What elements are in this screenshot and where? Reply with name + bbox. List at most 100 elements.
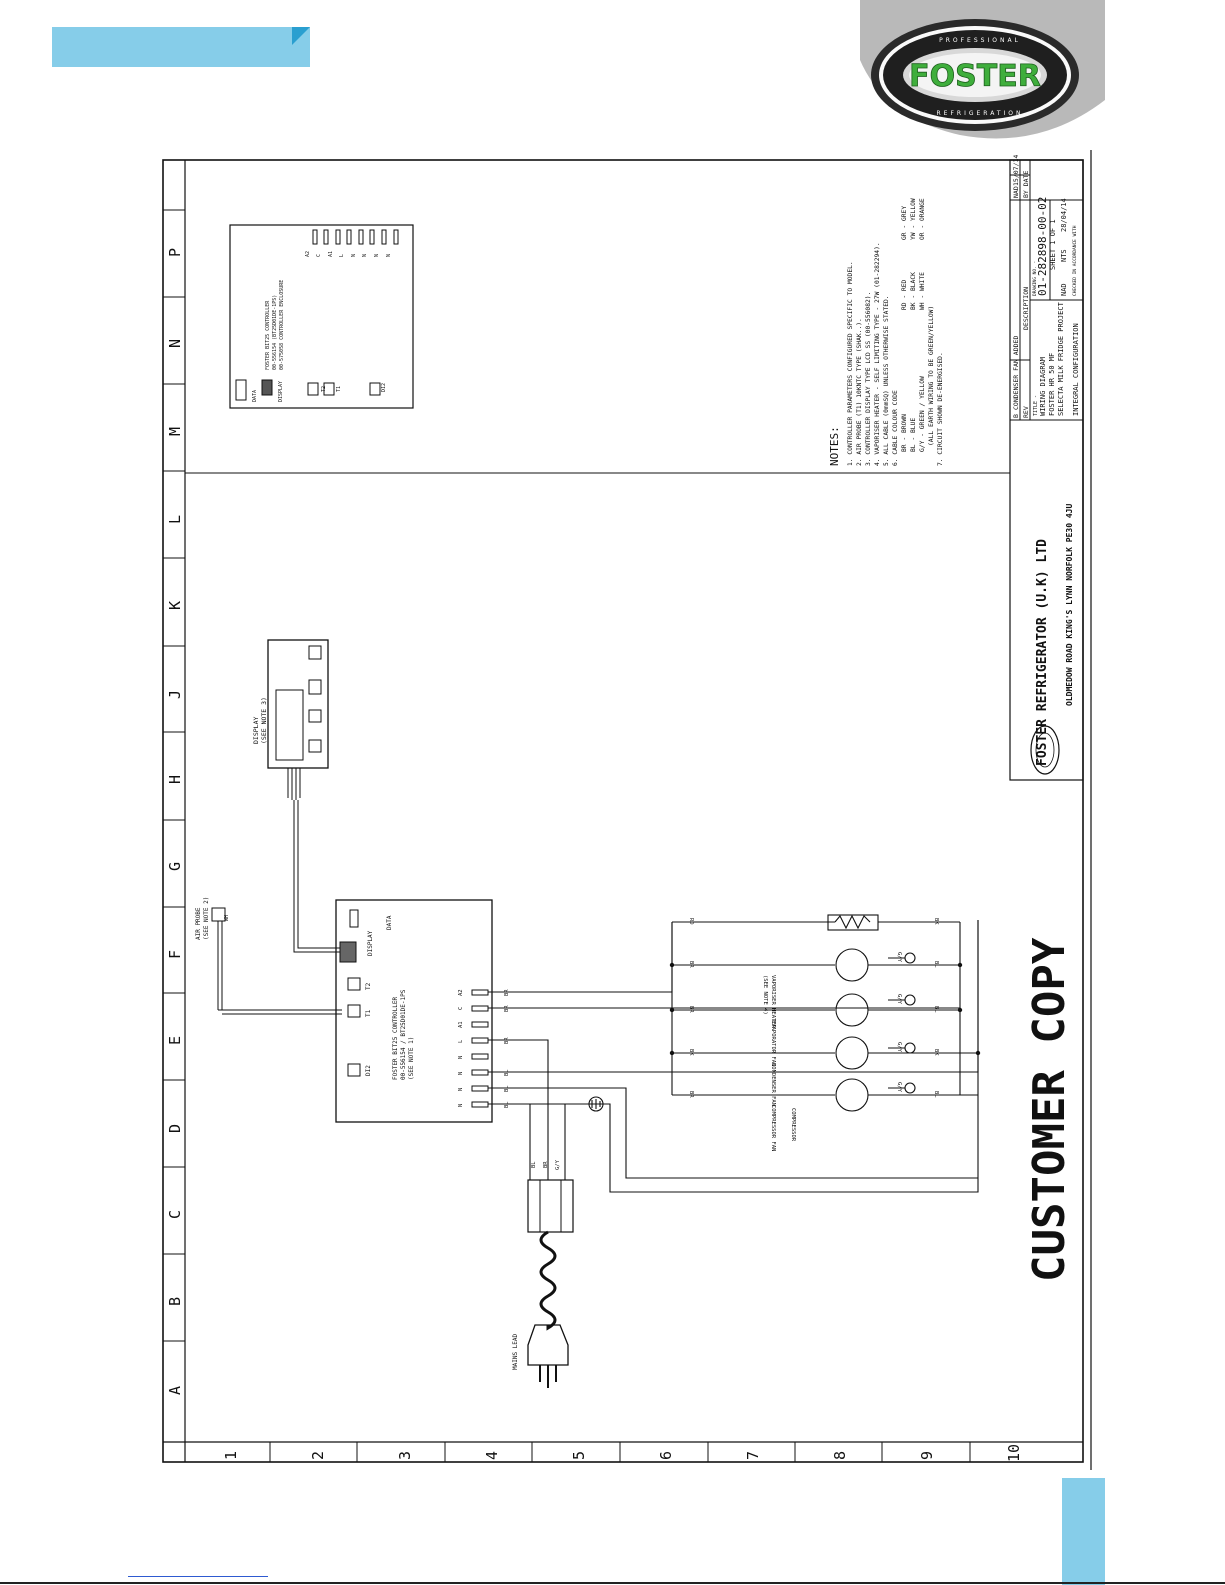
grid-col-c: C xyxy=(166,1210,184,1219)
svg-text:BL - BLUE: BL - BLUE xyxy=(910,418,917,452)
svg-text:DISPLAY: DISPLAY xyxy=(278,381,284,402)
svg-text:BK: BK xyxy=(933,1049,939,1056)
mains-lead-label: MAINS LEAD xyxy=(512,1333,519,1370)
svg-text:OR - ORANGE: OR - ORANGE xyxy=(919,198,926,240)
compressor-fan-label: COMPRESSOR FAN xyxy=(770,1105,776,1151)
svg-text:C: C xyxy=(316,254,322,257)
svg-text:YW - YELLOW: YW - YELLOW xyxy=(910,198,917,240)
svg-text:BL: BL xyxy=(933,1006,939,1013)
svg-text:RD: RD xyxy=(688,918,694,925)
grid-col-m: M xyxy=(166,427,184,436)
svg-text:7. CIRCUIT SHOWN DE-ENERGISED.: 7. CIRCUIT SHOWN DE-ENERGISED. xyxy=(937,352,944,466)
grid-col-f: F xyxy=(166,950,184,959)
customer-copy-stamp: CUSTOMER COPY xyxy=(1024,937,1075,1282)
svg-text:CHECKED IN ACCORDANCE WITH: CHECKED IN ACCORDANCE WITH xyxy=(1072,225,1078,296)
svg-text:G/Y: G/Y xyxy=(896,994,902,1005)
svg-text:N: N xyxy=(351,254,357,257)
grid-row-8: 8 xyxy=(831,1451,849,1460)
display-label: DISPLAY xyxy=(252,717,260,744)
air-probe-note: (SEE NOTE 2) xyxy=(203,897,210,940)
svg-text:WH - WHITE: WH - WHITE xyxy=(919,272,926,310)
svg-text:L: L xyxy=(339,254,345,257)
svg-text:N: N xyxy=(458,1088,464,1091)
air-probe-label: AIR PROBE xyxy=(195,907,202,940)
svg-text:A2: A2 xyxy=(458,989,464,996)
brand-top-ring: PROFESSIONAL xyxy=(939,37,1021,44)
inset-codes: 00-556154 (BT25D01DE-1PS) xyxy=(272,295,278,370)
svg-text:3. CONTROLLER DISPLAY TYPE LCD: 3. CONTROLLER DISPLAY TYPE LCD SS (00-55… xyxy=(865,292,872,466)
svg-text:CONDENSER FAN ADDED: CONDENSER FAN ADDED xyxy=(1012,336,1020,410)
svg-text:RD - RED: RD - RED xyxy=(901,279,908,310)
header-tab-fold xyxy=(292,27,310,45)
grid-col-d: D xyxy=(166,1124,184,1133)
svg-text:REV: REV xyxy=(1022,406,1030,418)
svg-text:BR - BROWN: BR - BROWN xyxy=(901,414,908,452)
notes-block: NOTES: 1. CONTROLLER PARAMETERS CONFIGUR… xyxy=(828,198,944,466)
display-note: (SEE NOTE 3) xyxy=(260,697,268,744)
svg-text:SHEET 1 OF 1: SHEET 1 OF 1 xyxy=(1049,219,1057,270)
bit25-controller: DATA DISPLAY T2 T1 DI2 FOSTER BIT25 CONT… xyxy=(335,899,493,1123)
svg-text:4. VAPORISER HEATER - SELF LIM: 4. VAPORISER HEATER - SELF LIMITING TYPE… xyxy=(874,242,881,466)
svg-text:N: N xyxy=(374,254,380,257)
svg-text:G/Y: G/Y xyxy=(896,952,902,963)
grid-col-p: P xyxy=(166,248,184,257)
evaporator-fan-label: EVAPORATOR FAN xyxy=(770,1020,776,1066)
brand-bottom-ring: REFRIGERATION xyxy=(937,110,1024,117)
svg-text:G/Y: G/Y xyxy=(555,1159,561,1170)
svg-text:DISPLAY: DISPLAY xyxy=(367,930,374,956)
svg-text:2. AIR PROBE (T1) 10KNTC TYPE: 2. AIR PROBE (T1) 10KNTC TYPE (SHAK..). xyxy=(856,318,863,466)
svg-text:A2: A2 xyxy=(305,251,311,257)
air-probe: AIR PROBE (SEE NOTE 2) WH xyxy=(195,897,342,1015)
svg-text:15/07/14: 15/07/14 xyxy=(1012,155,1020,186)
controller-label: FOSTER BIT25 CONTROLLER xyxy=(392,997,399,1080)
bottom-link-line xyxy=(128,1576,268,1577)
svg-text:BK - BLACK: BK - BLACK xyxy=(910,272,917,310)
svg-text:DATA: DATA xyxy=(252,390,258,402)
svg-text:6. CABLE COLOUR CODE: 6. CABLE COLOUR CODE xyxy=(892,390,899,466)
svg-text:G/Y: G/Y xyxy=(896,1042,902,1053)
svg-text:G/Y: G/Y xyxy=(896,1082,902,1093)
svg-text:N: N xyxy=(458,1056,464,1059)
air-probe-wire: WH xyxy=(224,915,230,921)
svg-text:1. CONTROLLER PARAMETERS CONFI: 1. CONTROLLER PARAMETERS CONFIGURED SPEC… xyxy=(847,261,854,466)
svg-text:GR - GREY: GR - GREY xyxy=(901,206,908,240)
compressor-label: COMPRESSOR xyxy=(790,1108,796,1142)
foster-logo: FOSTER PROFESSIONAL REFRIGERATION xyxy=(860,0,1105,140)
svg-text:BL: BL xyxy=(504,1101,510,1108)
svg-text:DESCRIPTION: DESCRIPTION xyxy=(1022,287,1030,330)
svg-text:BR: BR xyxy=(543,1161,549,1168)
grid-row-2: 2 xyxy=(309,1451,327,1460)
mains-lead: MAINS LEAD xyxy=(512,1179,574,1388)
svg-text:BR: BR xyxy=(504,989,510,996)
svg-text:T1: T1 xyxy=(336,386,342,392)
svg-text:G/Y - GREEN / YELLOW: G/Y - GREEN / YELLOW xyxy=(919,376,926,452)
svg-text:SELECTA MILK FRIDGE PROJECT: SELECTA MILK FRIDGE PROJECT xyxy=(1057,301,1065,416)
svg-text:BL: BL xyxy=(933,961,939,968)
grid-row-10: 10 xyxy=(1005,1444,1023,1462)
title-block: B CONDENSER FAN ADDED NAD 15/07/14 REV D… xyxy=(1009,155,1084,781)
svg-text:WIRING DIAGRAM: WIRING DIAGRAM xyxy=(1039,357,1047,416)
svg-text:A1: A1 xyxy=(458,1021,464,1028)
svg-text:L: L xyxy=(458,1039,464,1043)
svg-text:BK: BK xyxy=(688,1049,694,1056)
svg-text:BR: BR xyxy=(688,1006,694,1013)
controller-enclosure-inset: FOSTER BIT25 CONTROLLER 00-556154 (BT25D… xyxy=(229,224,414,409)
grid-col-g: G xyxy=(166,862,184,871)
svg-text:NAD: NAD xyxy=(1012,186,1020,198)
notes-heading: NOTES: xyxy=(828,426,841,466)
svg-text:(ALL EARTH WIRING TO BE GREEN/: (ALL EARTH WIRING TO BE GREEN/YELLOW) xyxy=(928,306,935,446)
svg-text:N: N xyxy=(362,254,368,257)
display-unit: DISPLAY (SEE NOTE 3) xyxy=(252,639,329,800)
grid-row-7: 7 xyxy=(744,1451,762,1460)
grid-row-5: 5 xyxy=(570,1451,588,1460)
grid-col-l: L xyxy=(166,515,184,524)
company-name: FOSTER REFRIGERATOR (U.K) LTD xyxy=(1035,539,1050,766)
component-wiring xyxy=(671,914,979,1112)
svg-text:BL: BL xyxy=(933,1091,939,1098)
page-bottom-border xyxy=(0,1582,1225,1584)
grid-col-k: K xyxy=(166,601,184,610)
sheet-frame xyxy=(162,159,1084,1463)
svg-text:DRAWING NO. -: DRAWING NO. - xyxy=(1032,261,1038,296)
svg-text:BY DATE: BY DATE xyxy=(1022,171,1030,198)
grid-row-6: 6 xyxy=(657,1451,675,1460)
